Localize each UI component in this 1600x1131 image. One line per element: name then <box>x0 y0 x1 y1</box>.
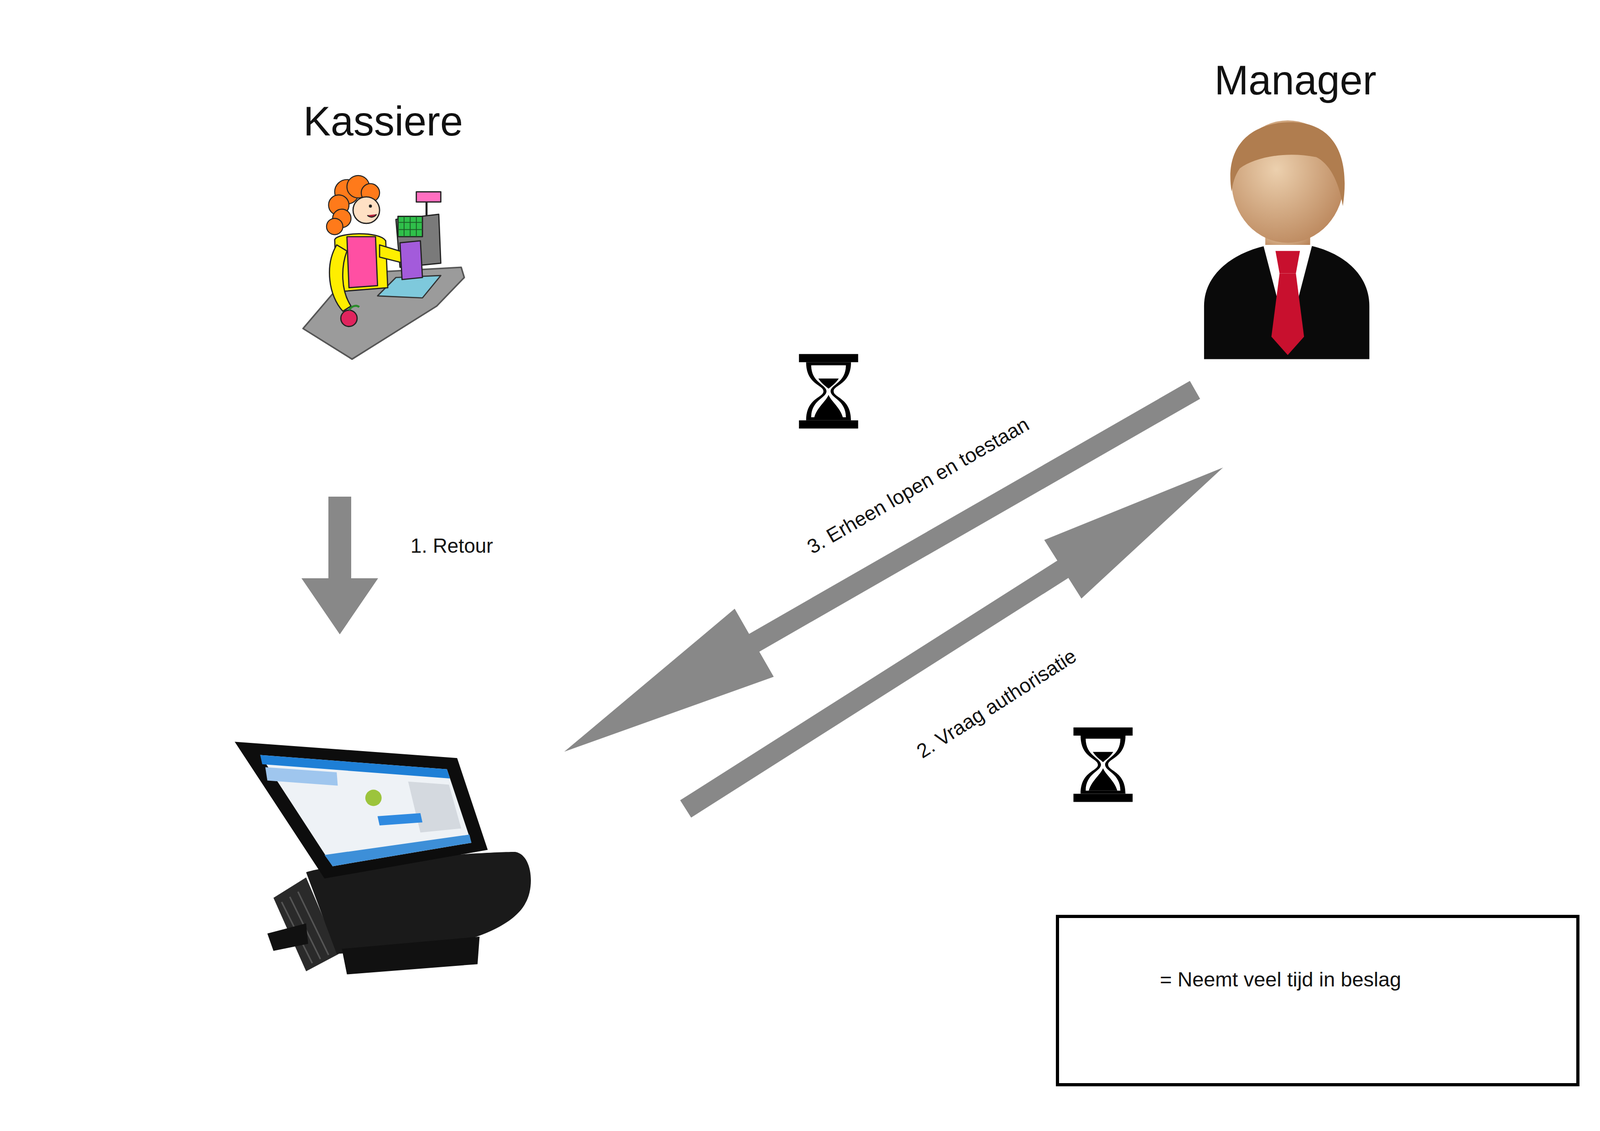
pos-terminal-illustration <box>234 741 531 975</box>
figure-node: Kassiere <box>291 98 475 361</box>
legend-box: = Neemt veel tijd in beslag <box>1055 914 1580 1087</box>
flow-arrow <box>564 380 1200 752</box>
figure-node: Manager <box>1194 57 1396 457</box>
legend-text: = Neemt veel tijd in beslag <box>1159 967 1402 993</box>
manager-illustration <box>1204 120 1370 360</box>
edge-label: 2. Vraag authorisatie <box>912 644 1081 764</box>
node-heading: Kassiere <box>303 98 463 146</box>
cashier-illustration <box>302 175 464 360</box>
terminal-node <box>228 734 539 981</box>
node-heading: Manager <box>1214 57 1377 105</box>
flow-arrow <box>301 496 379 635</box>
edge-label: 1. Retour <box>410 534 494 559</box>
